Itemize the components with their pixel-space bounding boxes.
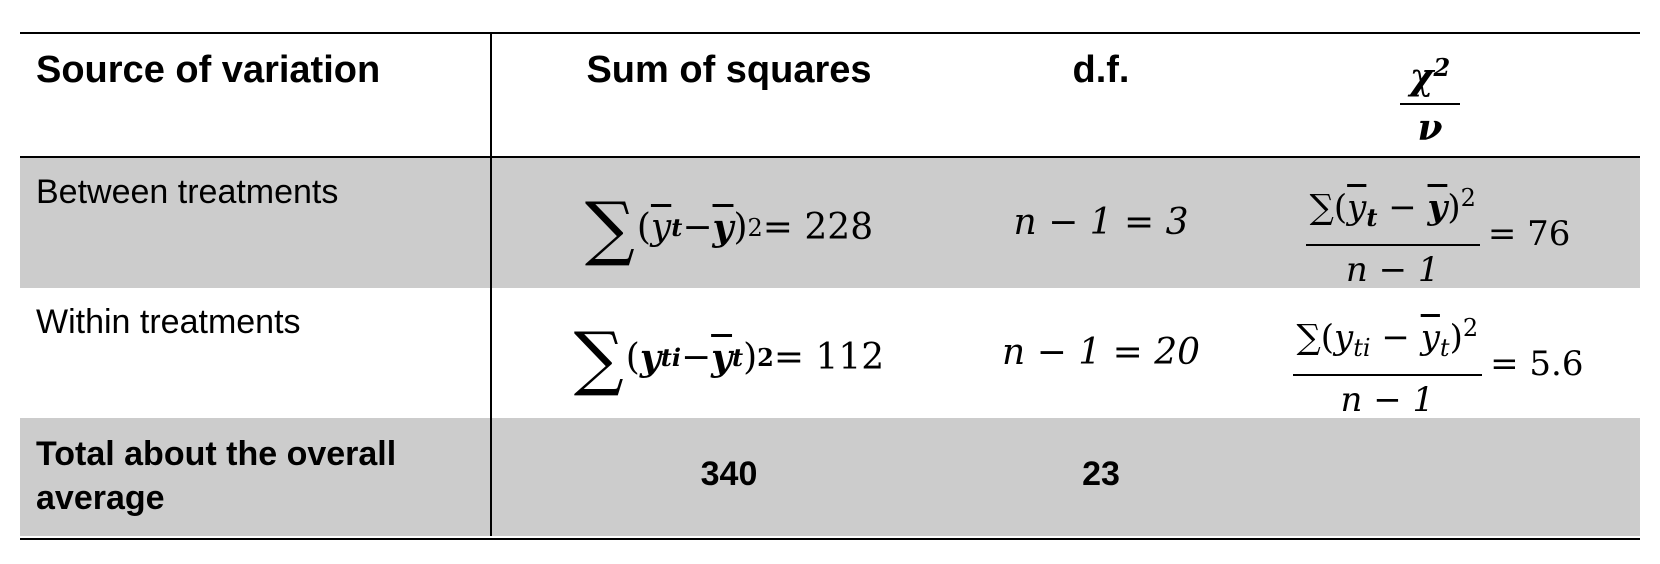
column-divider [490,34,492,536]
header-df: d.f. [1072,49,1130,91]
chi-formula: ∑(yt − y)2 n − 1 = 76 [1236,176,1640,292]
ss-value: 340 [700,455,758,493]
row-source-label: Between treatments [36,173,339,211]
table-row: Total about the overall average 340 23 [20,418,1640,536]
chi-formula: ∑(yti − yt)2 n − 1 = 5.6 [1236,306,1640,422]
header-row: Source of variation Sum of squares d.f. … [20,34,1640,158]
df-value: 23 [1082,455,1120,493]
row-source-label: Total about the overall average [36,435,397,517]
row-source-label: Within treatments [36,303,301,341]
df-value: n − 1 = 3 [1013,202,1189,243]
anova-table: Source of variation Sum of squares d.f. … [20,32,1640,540]
df-value: n − 1 = 20 [1002,332,1200,373]
header-source: Source of variation [36,49,381,91]
header-chi-over-nu: χ2 ν [1400,44,1460,151]
header-sum-of-squares: Sum of squares [586,49,872,91]
